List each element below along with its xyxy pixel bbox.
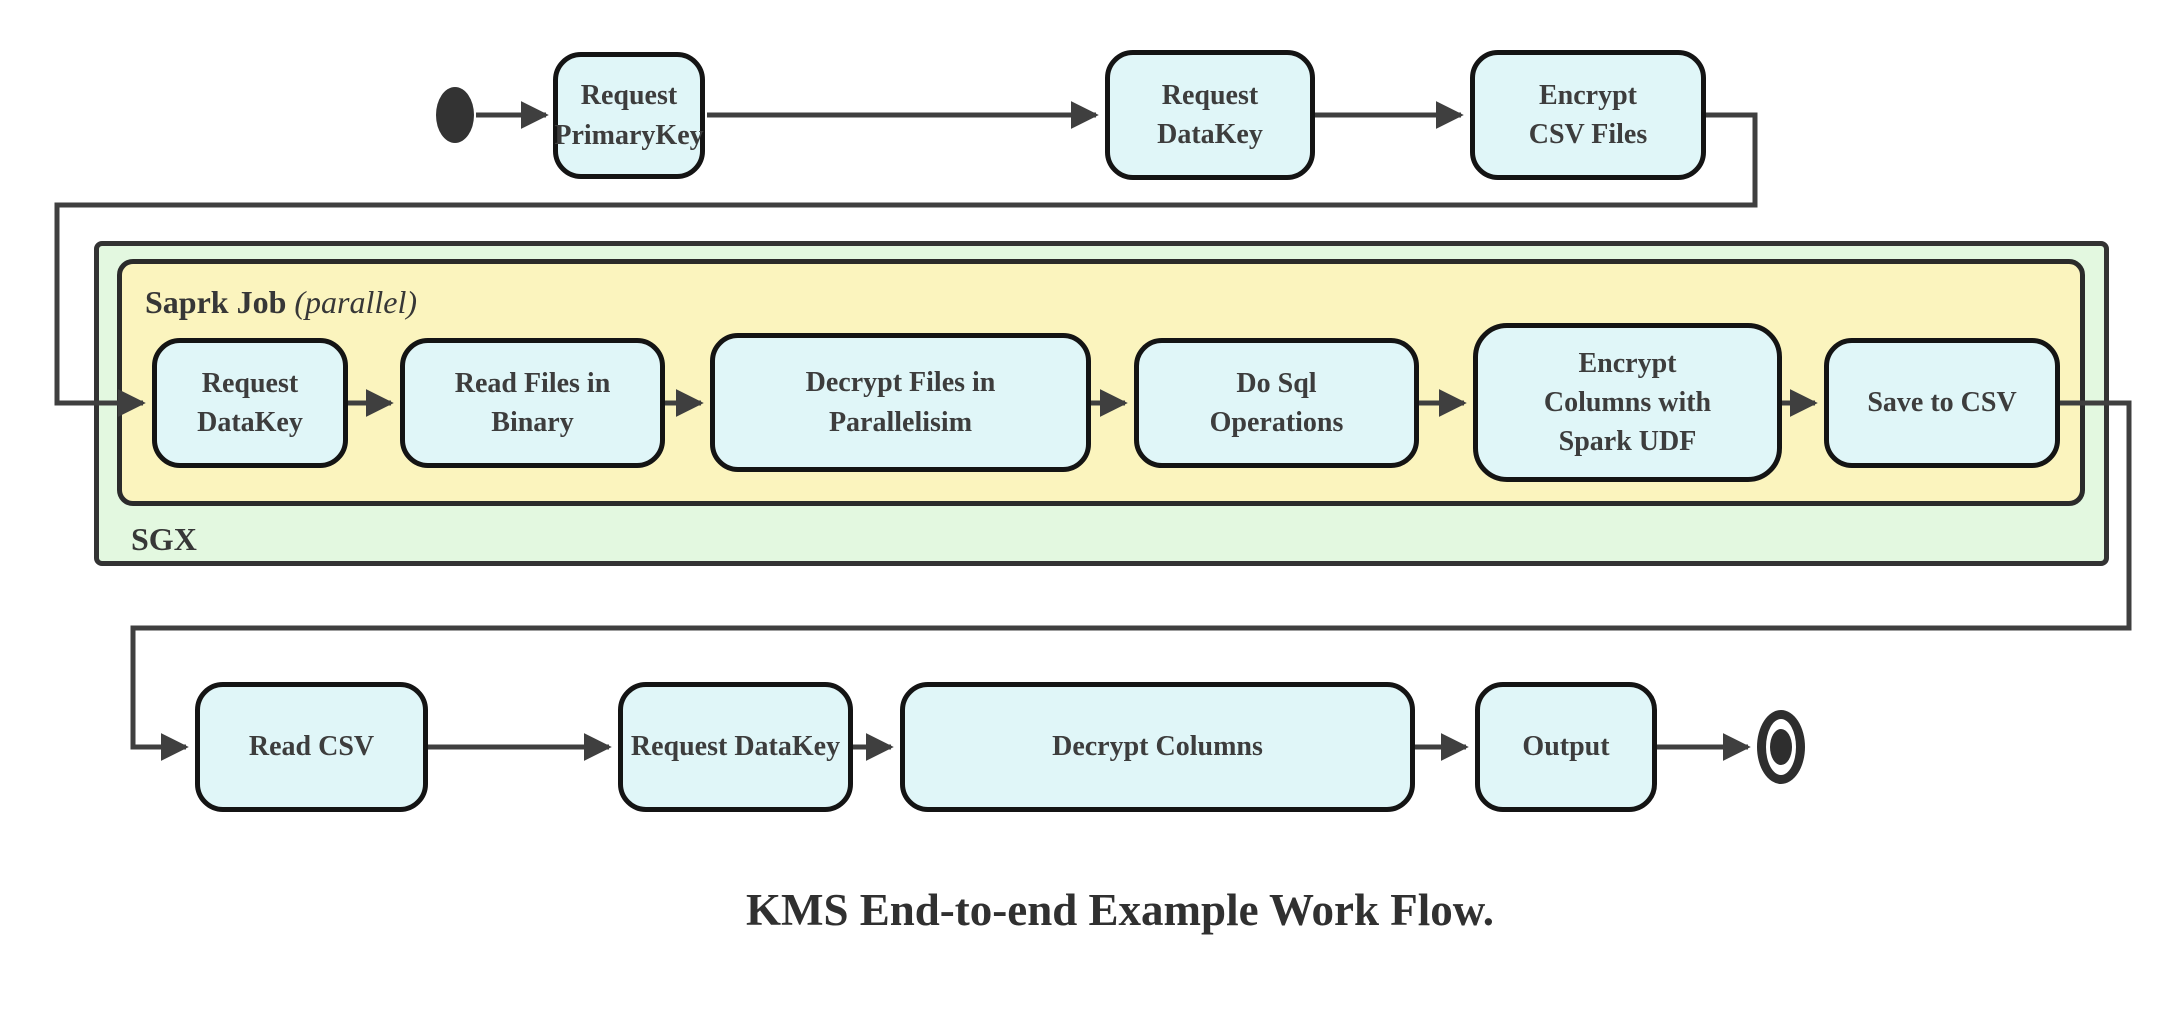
activity-output: Output	[1475, 682, 1657, 812]
activity-request-datakey-sgx: Request DataKey	[152, 338, 348, 468]
activity-save-to-csv: Save to CSV	[1824, 338, 2060, 468]
start-node	[436, 87, 474, 143]
activity-decrypt-files-in-parallelisim: Decrypt Files in Parallelisim	[710, 333, 1091, 472]
sgx-label: SGX	[131, 521, 197, 557]
activity-read-csv: Read CSV	[195, 682, 428, 812]
spark-job-label-bold: Saprk Job	[145, 284, 287, 320]
end-node	[1757, 710, 1805, 784]
activity-read-files-in-binary: Read Files in Binary	[400, 338, 665, 468]
activity-request-datakey-top: Request DataKey	[1105, 50, 1315, 180]
spark-job-label-italic: (parallel)	[294, 284, 418, 320]
activity-encrypt-csv-files: Encrypt CSV Files	[1470, 50, 1706, 180]
activity-decrypt-columns: Decrypt Columns	[900, 682, 1415, 812]
diagram-caption: KMS End-to-end Example Work Flow.	[745, 885, 1494, 935]
activity-do-sql-operations: Do Sql Operations	[1134, 338, 1419, 468]
activity-request-primarykey: Request PrimaryKey	[553, 52, 705, 179]
activity-request-datakey-bottom: Request DataKey	[618, 682, 853, 812]
activity-encrypt-columns-with-spark-udf: Encrypt Columns with Spark UDF	[1473, 323, 1782, 482]
spark-job-label: Saprk Job (parallel)	[145, 284, 417, 321]
end-node-dot	[1770, 729, 1792, 765]
